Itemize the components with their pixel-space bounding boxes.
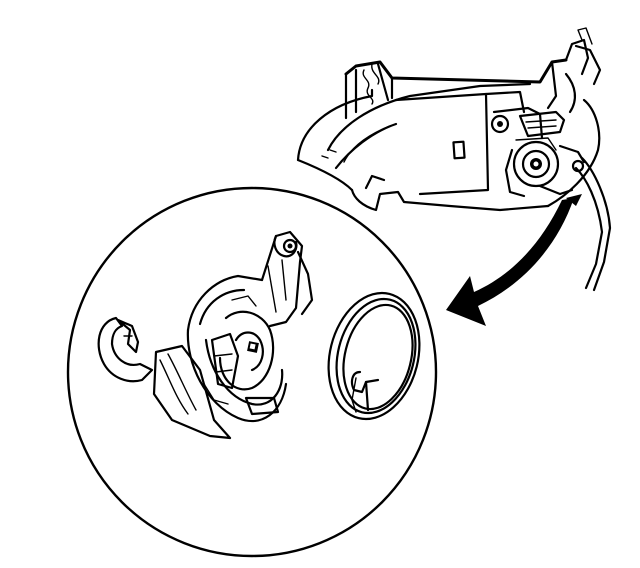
door-handle-assembly [296,27,612,292]
lock-cylinder-lever [152,230,314,440]
callout-arrow [446,194,582,326]
retaining-clip [97,316,154,383]
detail-magnifier-circle [66,186,438,558]
coil-spring [327,291,421,421]
